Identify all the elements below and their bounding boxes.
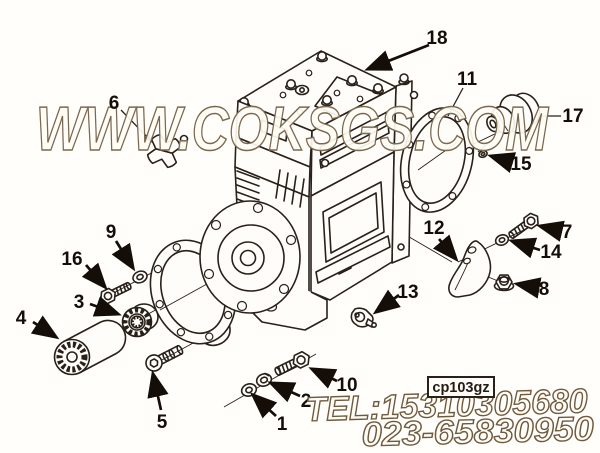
part-gear-coupling-3	[121, 303, 159, 338]
callout-18: 18	[364, 28, 448, 71]
part-washer-9	[132, 270, 148, 284]
callout-15: 15	[487, 152, 532, 175]
part-fitting-13	[350, 307, 378, 329]
watermark-main: WWW.COKSGS.COM	[36, 95, 549, 164]
part-washer-14	[494, 234, 510, 246]
part-gasket-11	[399, 107, 475, 213]
callout-16: 16	[61, 249, 108, 291]
callout-4: 4	[16, 308, 60, 340]
svg-text:17: 17	[562, 106, 583, 127]
thin-leaders	[120, 87, 561, 143]
svg-text:7: 7	[562, 222, 573, 243]
callout-12: 12	[423, 218, 459, 263]
callout-1: 1	[250, 392, 288, 435]
svg-text:12: 12	[423, 218, 444, 239]
svg-text:3: 3	[74, 292, 85, 313]
part-spider-coupling-6	[146, 133, 189, 169]
svg-text:2: 2	[301, 391, 312, 412]
svg-text:6: 6	[109, 93, 120, 114]
callout-7: 7	[536, 220, 573, 243]
watermark-phone: 023-65830950	[361, 410, 594, 453]
part-spline-sleeve-4	[53, 319, 127, 376]
part-nut-8	[493, 274, 515, 292]
callout-14: 14	[508, 237, 562, 263]
callout-11: 11	[457, 69, 478, 90]
callout-9: 9	[106, 222, 136, 272]
svg-text:11: 11	[457, 69, 478, 90]
part-stud-5	[145, 344, 184, 372]
callout-17: 17	[562, 106, 583, 127]
callout-3: 3	[74, 292, 122, 317]
svg-text:10: 10	[336, 375, 357, 396]
callout-2: 2	[267, 381, 312, 412]
callout-5: 5	[147, 370, 169, 433]
svg-text:8: 8	[539, 279, 550, 300]
callout-8: 8	[513, 277, 550, 300]
svg-text:9: 9	[106, 222, 117, 243]
svg-text:16: 16	[61, 249, 82, 270]
part-bolt-7	[508, 212, 539, 239]
svg-text:5: 5	[157, 412, 168, 433]
part-bracket-12	[448, 240, 492, 298]
svg-text:4: 4	[16, 308, 27, 329]
svg-text:14: 14	[540, 242, 562, 263]
code-box: cp103gz	[427, 376, 495, 398]
svg-text:13: 13	[397, 282, 418, 303]
svg-text:15: 15	[510, 154, 532, 175]
code-label: cp103gz	[432, 380, 489, 396]
callouts: 18 11 17 15 6 12 7 14 8	[16, 28, 584, 435]
part-lock-washer-2	[255, 372, 273, 387]
part-coupling-17	[477, 92, 541, 153]
front-slats	[275, 169, 305, 208]
svg-text:1: 1	[277, 414, 288, 435]
part-compressor-18	[199, 50, 419, 331]
svg-text:18: 18	[426, 28, 447, 49]
front-flange	[199, 200, 301, 314]
callout-13: 13	[372, 282, 419, 315]
callout-6: 6	[109, 93, 120, 114]
part-bolt-10	[274, 350, 310, 376]
part-plug-15	[478, 149, 488, 159]
callout-10: 10	[308, 367, 358, 396]
